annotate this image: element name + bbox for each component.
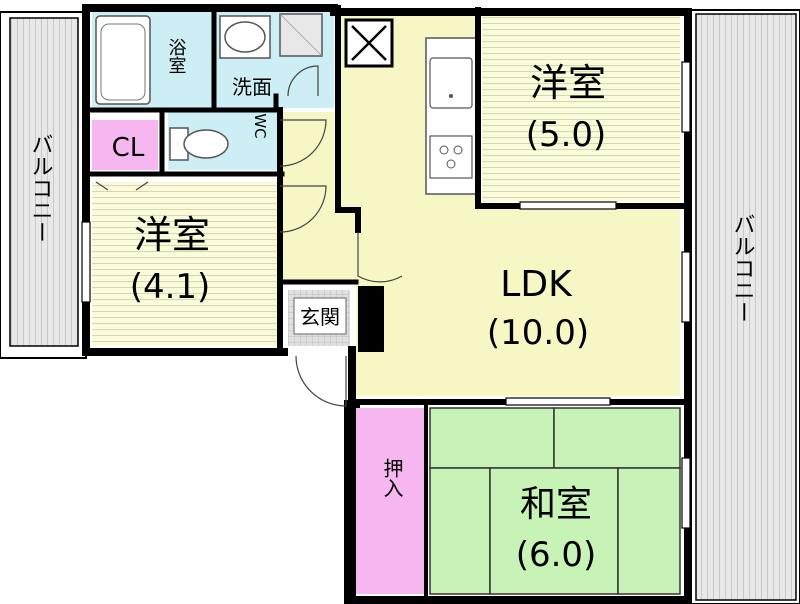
balcony-right-label: バルコニー [730,213,755,323]
hallway [282,112,344,280]
closet-label: CL [112,133,145,163]
washbasin-icon [219,13,323,59]
bathtub-icon [95,15,151,105]
entrance-label: 玄関 [300,305,340,329]
room-west [92,182,278,346]
room-north [482,12,680,202]
doors [95,65,403,407]
toilet-icon [169,127,229,161]
ldk-floor [340,12,680,396]
ldk-size: (10.0) [487,313,589,353]
balcony-left-label: バルコニー [28,133,53,243]
ldk-name: LDK [500,264,573,305]
washitsu [429,407,681,595]
balcony-right: バルコニー [687,9,800,604]
windows [81,61,691,529]
kitchen-counter [425,37,477,195]
closet [92,120,158,170]
wc-label: WC [251,113,269,138]
oshiire [356,408,424,594]
bath-label: 浴室 [166,38,187,74]
refrigerator-space-icon [344,18,394,68]
washitsu-name: 和室 [520,484,592,525]
washroom-label: 洗面 [232,75,272,99]
balcony-left: バルコニー [0,11,87,359]
room-west-size: (4.1) [130,267,211,307]
washitsu-size: (6.0) [516,535,597,575]
oshiire-label: 押入 [380,458,404,498]
room-north-size: (5.0) [526,115,607,155]
room-west-name: 洋室 [134,213,210,257]
room-north-name: 洋室 [530,61,606,105]
